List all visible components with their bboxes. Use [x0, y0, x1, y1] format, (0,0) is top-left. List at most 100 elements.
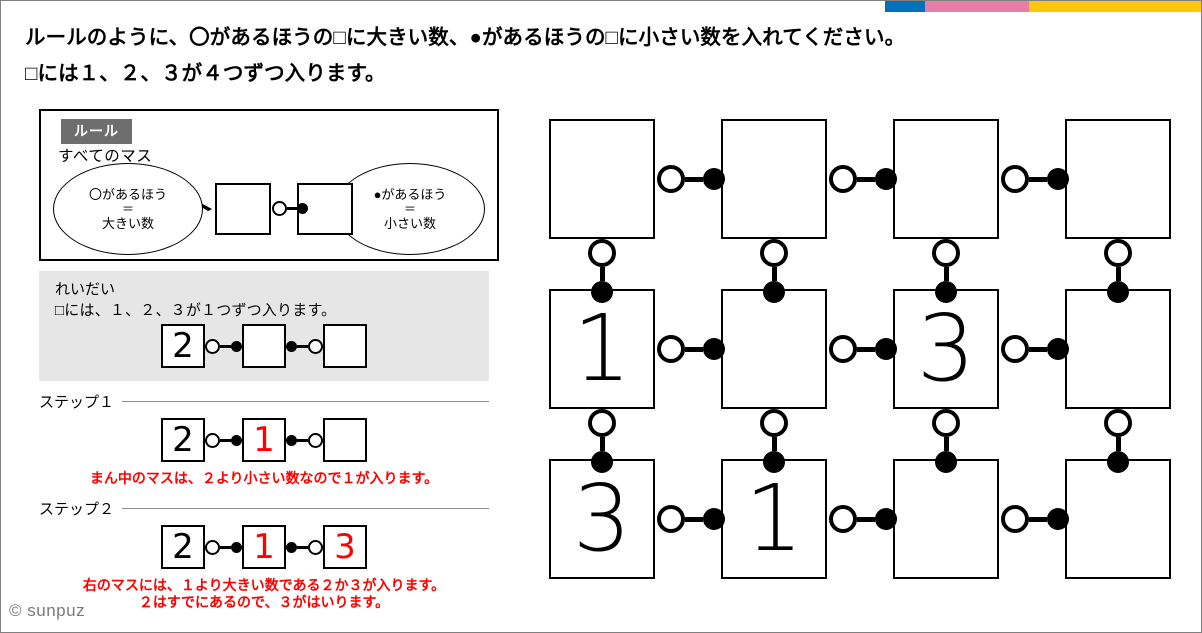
h-connector-r0c1-c2 — [829, 165, 897, 193]
filled-circle-icon — [875, 168, 897, 190]
grid-cell-r2c1[interactable]: 1 — [721, 459, 827, 579]
filled-circle-icon — [1047, 508, 1069, 530]
grid-cell-r0c3[interactable] — [1065, 119, 1171, 239]
connector-bar — [297, 545, 308, 549]
v-connector-r0c3-r1c3 — [1104, 239, 1132, 303]
connector-bar — [1115, 267, 1121, 281]
left-explanation-column: ルール すべてのマス 〇があるほう ＝ 大きい数 ●があるほう ＝ 小さい数 — [39, 109, 499, 611]
instruction-line-2: □には１、２、３が４つずつ入ります。 — [25, 62, 386, 85]
step1-connector-1 — [286, 432, 323, 448]
puzzle-grid: 1 3 3 1 — [549, 119, 1181, 579]
grid-cell-r0c0[interactable] — [549, 119, 655, 239]
connector-bar — [1029, 176, 1047, 182]
open-circle-icon — [205, 338, 220, 354]
open-circle-icon — [205, 432, 220, 448]
v-connector-r1c3-r2c3 — [1104, 409, 1132, 473]
filled-circle-icon — [703, 508, 725, 530]
filled-circle-icon — [286, 541, 297, 553]
open-circle-icon — [272, 201, 287, 216]
example-connector-1 — [286, 338, 323, 354]
filled-circle-icon — [703, 338, 725, 360]
bubble-left-bottom-text: 大きい数 — [101, 215, 154, 231]
open-circle-icon — [588, 409, 616, 437]
connector-bar — [1029, 346, 1047, 352]
step1-header: ステップ１ — [39, 391, 489, 412]
step1-divider — [122, 401, 489, 402]
open-circle-icon — [760, 239, 788, 267]
topbar-pink-segment — [925, 1, 1029, 12]
bubble-left-top-text: 〇があるほう — [88, 186, 167, 202]
top-color-bars — [1, 1, 1201, 12]
example-connector-0 — [205, 338, 242, 354]
grid-cell-r1c3[interactable] — [1065, 289, 1171, 409]
connector-bar — [297, 344, 308, 348]
filled-circle-icon — [935, 451, 957, 473]
filled-circle-icon — [297, 203, 308, 214]
step1-cell-0: 2 — [161, 418, 205, 462]
grid-cell-r1c2[interactable]: 3 — [893, 289, 999, 409]
example-title: れいだい — [55, 281, 116, 298]
grid-cell-r1c0[interactable]: 1 — [549, 289, 655, 409]
topbar-yellow-segment — [1029, 1, 1201, 12]
h-connector-r1c0-c1 — [657, 335, 725, 363]
step2-caption-line-1: 右のマスには、１より大きい数である２か３が入ります。 — [82, 577, 446, 593]
open-circle-icon — [932, 409, 960, 437]
open-circle-icon — [657, 335, 685, 363]
example-cell-2 — [323, 324, 367, 368]
h-connector-r1c2-c3 — [1001, 335, 1069, 363]
connector-bar — [943, 267, 949, 281]
filled-circle-icon — [763, 281, 785, 303]
connector-bar — [771, 267, 777, 281]
topbar-blank-segment — [1, 1, 885, 12]
v-connector-r0c0-r1c0 — [588, 239, 616, 303]
filled-circle-icon — [231, 541, 242, 553]
grid-cell-r1c1[interactable] — [721, 289, 827, 409]
connector-bar — [1115, 437, 1121, 451]
example-chain: 2 — [161, 324, 367, 368]
connector-bar — [599, 437, 605, 451]
grid-cell-r0c1[interactable] — [721, 119, 827, 239]
grid-cell-r2c3[interactable] — [1065, 459, 1171, 579]
v-connector-r1c1-r2c1 — [760, 409, 788, 473]
filled-circle-icon — [231, 434, 242, 446]
step2-connector-0 — [205, 539, 242, 555]
h-connector-r2c1-c2 — [829, 505, 897, 533]
open-circle-icon — [1001, 505, 1029, 533]
grid-cell-r2c2[interactable] — [893, 459, 999, 579]
bubble-right-top-text: ●があるほう — [373, 186, 447, 202]
puzzle-grid-container: 1 3 3 1 — [549, 119, 1181, 579]
open-circle-icon — [588, 239, 616, 267]
rule-connector — [272, 201, 308, 216]
example-panel: れいだい □には、１、２、３が１つずつ入ります。 2 — [39, 271, 489, 381]
open-circle-icon — [829, 165, 857, 193]
example-cell-1 — [242, 324, 286, 368]
v-connector-r1c0-r2c0 — [588, 409, 616, 473]
step1-label: ステップ１ — [39, 394, 115, 411]
step1-chain: 2 1 — [161, 418, 367, 462]
instruction-line-1: ルールのように、〇があるほうの□に大きい数、●があるほうの□に小さい数を入れてく… — [25, 26, 906, 49]
step1-cell-2 — [323, 418, 367, 462]
h-connector-r1c1-c2 — [829, 335, 897, 363]
instructions-header: ルールのように、〇があるほうの□に大きい数、●があるほうの□に小さい数を入れてく… — [25, 23, 1185, 89]
connector-bar — [297, 438, 308, 442]
bubble-right-equals: ＝ — [403, 201, 416, 216]
filled-circle-icon — [591, 281, 613, 303]
step2-caption-line-2: ２はすでにあるので、３がはいります。 — [138, 594, 390, 610]
filled-circle-icon — [1107, 281, 1129, 303]
rule-tag-label: ルール — [61, 119, 132, 144]
filled-circle-icon — [1047, 338, 1069, 360]
open-circle-icon — [760, 409, 788, 437]
filled-circle-icon — [875, 508, 897, 530]
step2-divider — [122, 508, 489, 509]
step1-connector-0 — [205, 432, 242, 448]
connector-bar — [685, 346, 703, 352]
connector-bar — [857, 176, 875, 182]
rule-box: ルール すべてのマス 〇があるほう ＝ 大きい数 ●があるほう ＝ 小さい数 — [39, 109, 499, 261]
connector-bar — [220, 344, 231, 348]
grid-cell-r0c2[interactable] — [893, 119, 999, 239]
open-circle-icon — [308, 338, 323, 354]
filled-circle-icon — [935, 281, 957, 303]
grid-cell-r2c0[interactable]: 3 — [549, 459, 655, 579]
copyright-notice: © sunpuz — [9, 601, 86, 620]
step2-cell-0: 2 — [161, 525, 205, 569]
